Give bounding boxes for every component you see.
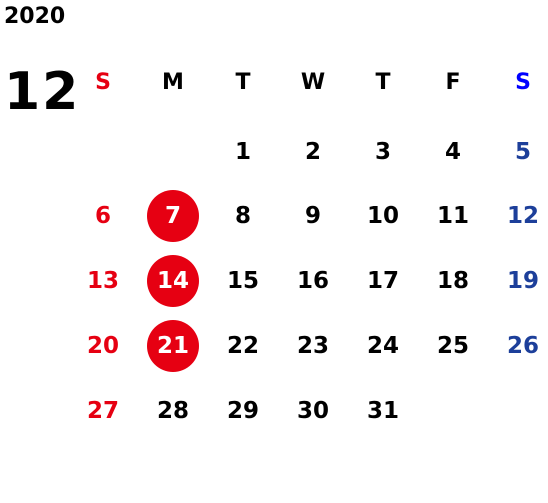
date-cell: 8 — [215, 188, 271, 244]
date-cell: 23 — [285, 318, 341, 374]
date-cell: 17 — [355, 253, 411, 309]
date-cell: 20 — [75, 318, 131, 374]
date-number: 3 — [374, 139, 391, 165]
date-number: 22 — [226, 333, 259, 359]
date-cell: 24 — [355, 318, 411, 374]
date-cell: 13 — [75, 253, 131, 309]
date-cell: 19 — [495, 253, 548, 309]
date-cell: 2 — [285, 124, 341, 180]
date-cell: 25 — [425, 318, 481, 374]
date-number: 2 — [304, 139, 321, 165]
weekday-header-thursday: T — [375, 69, 391, 95]
date-cell: 6 — [75, 188, 131, 244]
date-number: 26 — [506, 333, 539, 359]
date-number: 28 — [156, 398, 189, 424]
date-cell: 27 — [75, 383, 131, 439]
date-cell: 3 — [355, 124, 411, 180]
date-number: 19 — [506, 268, 539, 294]
holiday-date-cell: 7 — [145, 188, 201, 244]
holiday-marker — [147, 255, 199, 307]
date-cell: 12 — [495, 188, 548, 244]
date-number: 18 — [436, 268, 469, 294]
date-cell: 15 — [215, 253, 271, 309]
date-cell: 30 — [285, 383, 341, 439]
date-cell: 28 — [145, 383, 201, 439]
date-number: 15 — [226, 268, 259, 294]
date-number: 1 — [234, 139, 251, 165]
date-cell: 22 — [215, 318, 271, 374]
date-cell: 4 — [425, 124, 481, 180]
date-number: 5 — [514, 139, 531, 165]
holiday-marker — [147, 190, 199, 242]
date-number: 23 — [296, 333, 329, 359]
date-cell: 1 — [215, 124, 271, 180]
date-cell: 18 — [425, 253, 481, 309]
date-number: 11 — [436, 203, 469, 229]
date-number: 6 — [94, 203, 111, 229]
date-cell: 16 — [285, 253, 341, 309]
weekday-header-sunday: S — [95, 69, 111, 95]
date-cell: 9 — [285, 188, 341, 244]
weekday-header-saturday: S — [515, 69, 531, 95]
date-number: 25 — [436, 333, 469, 359]
weekday-header-monday: M — [162, 69, 184, 95]
date-cell: 29 — [215, 383, 271, 439]
date-number: 7 — [164, 203, 181, 229]
date-number: 9 — [304, 203, 321, 229]
date-number: 20 — [86, 333, 119, 359]
year-label: 2020 — [4, 4, 66, 29]
holiday-date-cell: 21 — [145, 318, 201, 374]
date-number: 16 — [296, 268, 329, 294]
date-number: 30 — [296, 398, 329, 424]
date-cell: 10 — [355, 188, 411, 244]
date-number: 14 — [156, 268, 189, 294]
weekday-header-tuesday: T — [235, 69, 251, 95]
holiday-date-cell: 14 — [145, 253, 201, 309]
date-number: 10 — [366, 203, 399, 229]
date-cell: 11 — [425, 188, 481, 244]
date-number: 24 — [366, 333, 399, 359]
weekday-header-wednesday: W — [300, 69, 326, 95]
date-number: 21 — [156, 333, 189, 359]
date-number: 31 — [366, 398, 399, 424]
date-number: 12 — [506, 203, 539, 229]
date-cell: 31 — [355, 383, 411, 439]
date-number: 8 — [234, 203, 251, 229]
date-number: 17 — [366, 268, 399, 294]
date-cell: 26 — [495, 318, 548, 374]
date-cell: 5 — [495, 124, 548, 180]
date-number: 13 — [86, 268, 119, 294]
date-number: 29 — [226, 398, 259, 424]
weekday-header-friday: F — [445, 69, 461, 95]
holiday-marker — [147, 320, 199, 372]
date-number: 27 — [86, 398, 119, 424]
date-number: 4 — [444, 139, 461, 165]
month-number: 12 — [4, 62, 81, 122]
